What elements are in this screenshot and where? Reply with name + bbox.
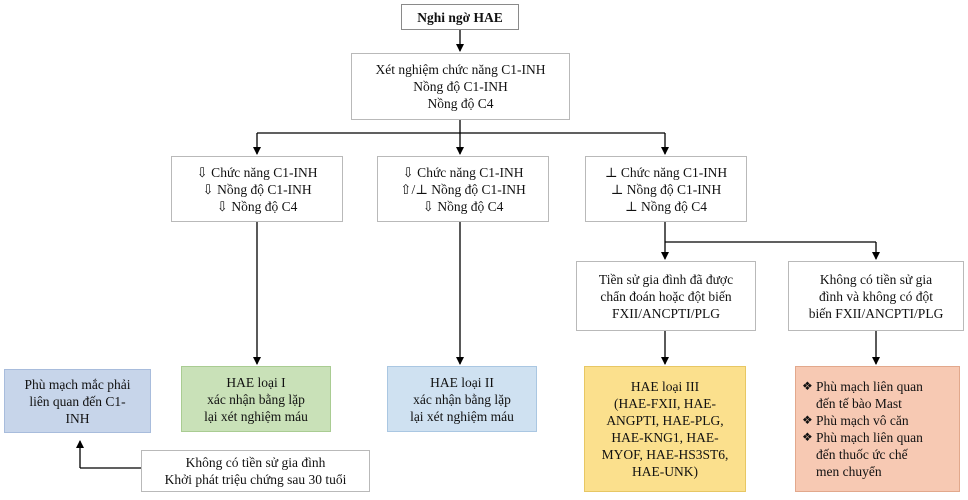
hae-type3-line: HAE-KNG1, HAE- bbox=[611, 430, 719, 445]
branch3-node: ⊥ Chức năng C1-INH ⊥ Nồng độ C1-INH ⊥ Nồ… bbox=[585, 156, 747, 222]
tests-line: Nồng độ C4 bbox=[427, 96, 494, 111]
other-angioedema-node: ❖ Phù mạch liên quan đến tế bào Mast ❖ P… bbox=[795, 366, 960, 492]
tests-line: Nồng độ C1-INH bbox=[413, 79, 508, 94]
hae-type1-line: xác nhận bằng lặp bbox=[207, 391, 305, 407]
hae-type2-node: HAE loại II xác nhận bằng lặp lại xét ng… bbox=[387, 366, 537, 432]
family-history-node: Tiền sử gia đình đã được chẩn đoán hoặc … bbox=[576, 261, 756, 331]
tests-node: Xét nghiệm chức năng C1-INH Nồng độ C1-I… bbox=[351, 53, 570, 120]
no-family-history-line: biến FXII/ANCPTI/PLG bbox=[808, 305, 944, 321]
other-bullet-item: ❖ Phù mạch liên quan đến thuốc ức chế me… bbox=[802, 429, 923, 480]
diamond-bullet-icon: ❖ bbox=[802, 430, 813, 444]
branch3-line: ⊥ Nồng độ C4 bbox=[624, 198, 708, 214]
branch1-node: ⇩ Chức năng C1-INH ⇩ Nồng độ C1-INH ⇩ Nồ… bbox=[171, 156, 343, 222]
other-bullet-item: ❖ Phù mạch liên quan đến tế bào Mast bbox=[802, 378, 923, 412]
diamond-bullet-icon: ❖ bbox=[802, 413, 813, 427]
family-history-line: Tiền sử gia đình đã được bbox=[598, 271, 734, 287]
hae-type1-line: HAE loại I bbox=[226, 374, 286, 390]
other-bullet-line: men chuyển bbox=[816, 464, 882, 479]
branch3-line: ⊥ Chức năng C1-INH bbox=[604, 164, 728, 180]
no-family-history-line: Không có tiền sử gia bbox=[819, 271, 933, 287]
branch2-line: ⇩ Nồng độ C4 bbox=[422, 198, 504, 214]
branch3-line: ⊥ Nồng độ C1-INH bbox=[610, 181, 722, 197]
hae-type3-line: HAE-UNK) bbox=[632, 464, 698, 479]
hae-type2-line: HAE loại II bbox=[430, 374, 494, 390]
late-onset-line: Không có tiền sử gia đình bbox=[185, 455, 326, 470]
other-bullet-line: Phù mạch liên quan bbox=[816, 379, 923, 394]
hae-type2-line: lại xét nghiệm máu bbox=[410, 408, 514, 424]
acquired-line: Phù mạch mắc phải bbox=[24, 376, 131, 392]
family-history-line: chẩn đoán hoặc đột biến bbox=[600, 288, 732, 304]
acquired-angioedema-node: Phù mạch mắc phải liên quan đến C1- INH bbox=[4, 369, 151, 433]
other-bullet-line: Phù mạch liên quan bbox=[816, 430, 923, 445]
other-bullet-line: đến tế bào Mast bbox=[816, 396, 902, 411]
branch1-line: ⇩ Nồng độ C1-INH bbox=[202, 181, 312, 197]
branch2-line: ⇧/⊥ Nồng độ C1-INH bbox=[400, 181, 526, 197]
hae-type3-node: HAE loại III (HAE-FXII, HAE- ANGPTI, HAE… bbox=[584, 366, 746, 492]
other-bullet-line: đến thuốc ức chế bbox=[816, 447, 908, 462]
late-onset-node: Không có tiền sử gia đình Khởi phát triệ… bbox=[141, 450, 370, 492]
branch1-line: ⇩ Nồng độ C4 bbox=[216, 198, 298, 214]
acquired-line: liên quan đến C1- bbox=[29, 393, 126, 409]
hae-type3-line: MYOF, HAE-HS3ST6, bbox=[601, 447, 729, 462]
hae-type1-line: lại xét nghiệm máu bbox=[204, 408, 308, 424]
hae-type3-line: (HAE-FXII, HAE- bbox=[614, 396, 716, 411]
diamond-bullet-icon: ❖ bbox=[802, 379, 813, 393]
branch1-line: ⇩ Chức năng C1-INH bbox=[196, 164, 318, 180]
root-node: Nghi ngờ HAE bbox=[401, 4, 519, 30]
no-family-history-node: Không có tiền sử gia đình và không có độ… bbox=[788, 261, 964, 331]
other-bullet-item: ❖ Phù mạch vô căn bbox=[802, 412, 909, 429]
root-label: Nghi ngờ HAE bbox=[417, 9, 503, 25]
branch2-node: ⇩ Chức năng C1-INH ⇧/⊥ Nồng độ C1-INH ⇩ … bbox=[377, 156, 549, 222]
hae-type2-line: xác nhận bằng lặp bbox=[413, 391, 511, 407]
no-family-history-line: đình và không có đột bbox=[819, 288, 933, 304]
family-history-line: FXII/ANCPTI/PLG bbox=[611, 305, 720, 321]
hae-type1-node: HAE loại I xác nhận bằng lặp lại xét ngh… bbox=[181, 366, 331, 432]
other-bullet-line: Phù mạch vô căn bbox=[816, 413, 909, 428]
hae-type3-line: ANGPTI, HAE-PLG, bbox=[606, 413, 724, 428]
tests-line: Xét nghiệm chức năng C1-INH bbox=[375, 62, 546, 77]
acquired-line: INH bbox=[65, 410, 90, 426]
late-onset-line: Khởi phát triệu chứng sau 30 tuổi bbox=[164, 472, 347, 487]
hae-type3-line: HAE loại III bbox=[630, 379, 700, 394]
branch2-line: ⇩ Chức năng C1-INH bbox=[402, 164, 524, 180]
